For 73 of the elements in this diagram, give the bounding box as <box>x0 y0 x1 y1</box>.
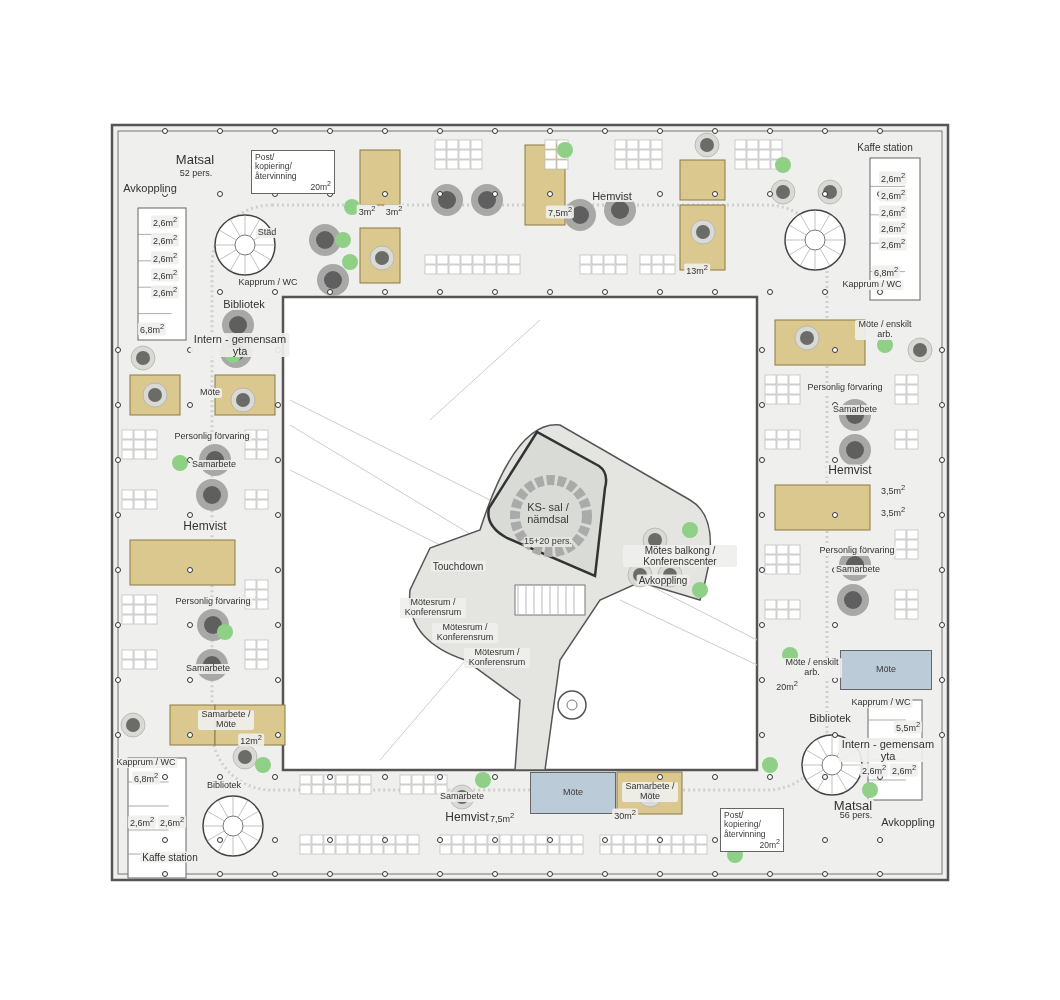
room-label: Personlig förvaring <box>817 546 897 556</box>
meeting-room <box>530 772 616 814</box>
room-label: Hemvist <box>181 520 229 534</box>
room-label: Avkoppling <box>636 574 690 586</box>
room-label: Mötesrum / Konferensrum <box>432 623 498 643</box>
room-label: Möte / enskilt arb. <box>855 320 915 340</box>
room-label: KS- sal / nämdsal <box>526 500 570 526</box>
capacity-label: 15+20 pers. <box>524 537 572 548</box>
room-label: Samarbete <box>834 565 882 575</box>
area-label: 20m$^{2}$ <box>774 679 800 693</box>
area-label: 2,6m$^{2}$ <box>150 233 180 247</box>
area-label: 12m$^{2}$ <box>238 733 264 747</box>
area-label: 6,8m$^{2}$ <box>131 771 161 785</box>
room-label: Möte <box>876 665 896 675</box>
area-label: 30m$^{2}$ <box>612 808 638 822</box>
room-label: Kaffe station <box>855 141 915 153</box>
room-label: Personlig förvaring <box>173 597 253 607</box>
room-label: Touchdown <box>430 560 486 572</box>
room-label: Samarbete / Möte <box>622 782 678 802</box>
area-label: 2,6m$^{2}$ <box>150 285 180 299</box>
area-label: 3,5m$^{2}$ <box>878 483 908 497</box>
area-label: 2,6m$^{2}$ <box>157 815 187 829</box>
room-label: Möte <box>563 788 583 798</box>
room-label: Post/ kopiering/ återvinning <box>724 811 767 840</box>
room-label: Möte <box>198 388 222 398</box>
room-label: Samarbete <box>438 792 486 802</box>
area-label: 2,6m$^{2}$ <box>878 188 908 202</box>
council-hall <box>487 428 609 580</box>
area-label: 2,6m$^{2}$ <box>150 215 180 229</box>
room-label: Mötesrum / Konferensrum <box>400 598 466 618</box>
copy-room <box>720 808 784 852</box>
copy-room <box>251 150 335 194</box>
meeting-room <box>840 650 932 690</box>
room-label: Intern - gemensam yta <box>190 332 290 358</box>
area-label: 2,6m$^{2}$ <box>859 763 889 777</box>
area-label: 2,6m$^{2}$ <box>150 251 180 265</box>
room-label: Post/ kopiering/ återvinning <box>255 153 298 182</box>
capacity-label: 52 pers. <box>177 169 215 179</box>
room-label: Personlig förvaring <box>805 383 885 393</box>
area-label: 20m$^{2}$ <box>759 839 780 851</box>
area-label: 3m$^{2}$ <box>356 204 378 218</box>
room-label: Kapprum / WC <box>236 278 300 288</box>
room-label: Samarbete <box>190 460 238 470</box>
area-label: 3m$^{2}$ <box>383 204 405 218</box>
room-label: Bibliotek <box>205 781 243 791</box>
room-label: Samarbete <box>831 405 879 415</box>
area-label: 3,5m$^{2}$ <box>878 505 908 519</box>
area-label: 2,6m$^{2}$ <box>889 763 919 777</box>
room-label: Mötes balkong / Konferenscenter <box>623 545 737 567</box>
area-label: 6,8m$^{2}$ <box>137 322 167 336</box>
area-label: 2,6m$^{2}$ <box>150 268 180 282</box>
room-label: Hemvist <box>826 464 874 478</box>
capacity-label: 56 pers. <box>837 811 875 821</box>
area-label: 2,6m$^{2}$ <box>878 237 908 251</box>
area-label: 13m$^{2}$ <box>684 263 710 277</box>
room-label: Samarbete / Möte <box>198 710 254 730</box>
room-label: Städ <box>255 228 279 238</box>
room-label: Samarbete <box>184 664 232 674</box>
room-label: Mötesrum / Konferensrum <box>464 648 530 668</box>
area-label: 6,8m$^{2}$ <box>871 265 901 279</box>
room-label: Personlig förvaring <box>172 432 252 442</box>
area-label: 2,6m$^{2}$ <box>127 815 157 829</box>
area-label: 2,6m$^{2}$ <box>878 221 908 235</box>
room-label: Kapprum / WC <box>114 758 178 768</box>
room-label: Kapprum / WC <box>849 698 913 708</box>
room-label: Möte / enskilt arb. <box>782 658 842 678</box>
area-label: 2,6m$^{2}$ <box>878 171 908 185</box>
area-label: 20m$^{2}$ <box>310 181 331 193</box>
area-label: 7,5m$^{2}$ <box>545 205 575 219</box>
room-label: Kapprum / WC <box>840 280 904 290</box>
area-label: 2,6m$^{2}$ <box>878 205 908 219</box>
room-label: Kaffe station <box>140 851 200 863</box>
area-label: 5,5m$^{2}$ <box>893 720 923 734</box>
